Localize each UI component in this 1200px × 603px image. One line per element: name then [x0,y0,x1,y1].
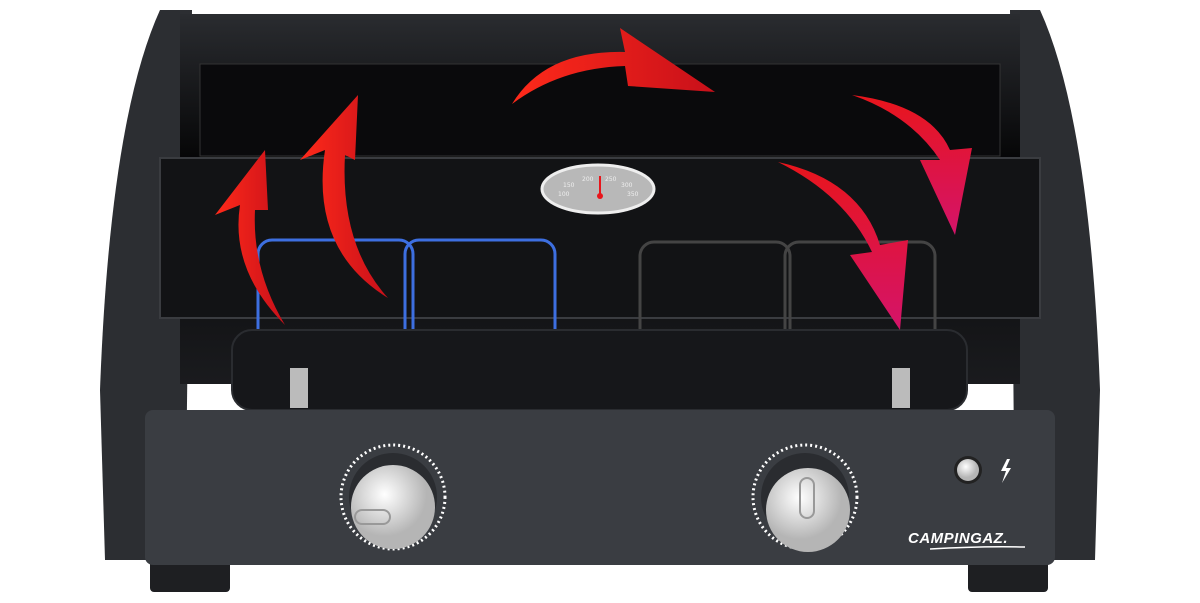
burner-knob-left[interactable] [339,443,447,551]
handle-chrome-left [290,368,308,408]
burner-knob-right[interactable] [751,443,859,552]
gauge-label-350: 350 [627,191,639,198]
gauge-label-100: 100 [558,191,570,198]
lightning-icon [1001,459,1011,483]
gauge-label-300: 300 [621,182,633,189]
gauge-label-150: 150 [563,182,575,189]
ignition-button-icon[interactable] [954,456,982,484]
gauge-label-200: 200 [582,176,594,183]
foot-right [968,560,1048,592]
brand-logo: CAMPINGAZ. [908,530,1008,547]
logo-swoosh [929,546,1026,550]
heat-flow-arrow-icon [215,28,972,330]
gauge-label-250: 250 [605,176,617,183]
foot-left [150,560,230,592]
handle-bar [231,329,968,411]
handle-chrome-right [892,368,910,408]
windshield [199,63,1001,157]
thermometer-icon: 100 150 200 250 300 350 [540,163,656,215]
griddle-plate [159,157,1041,319]
